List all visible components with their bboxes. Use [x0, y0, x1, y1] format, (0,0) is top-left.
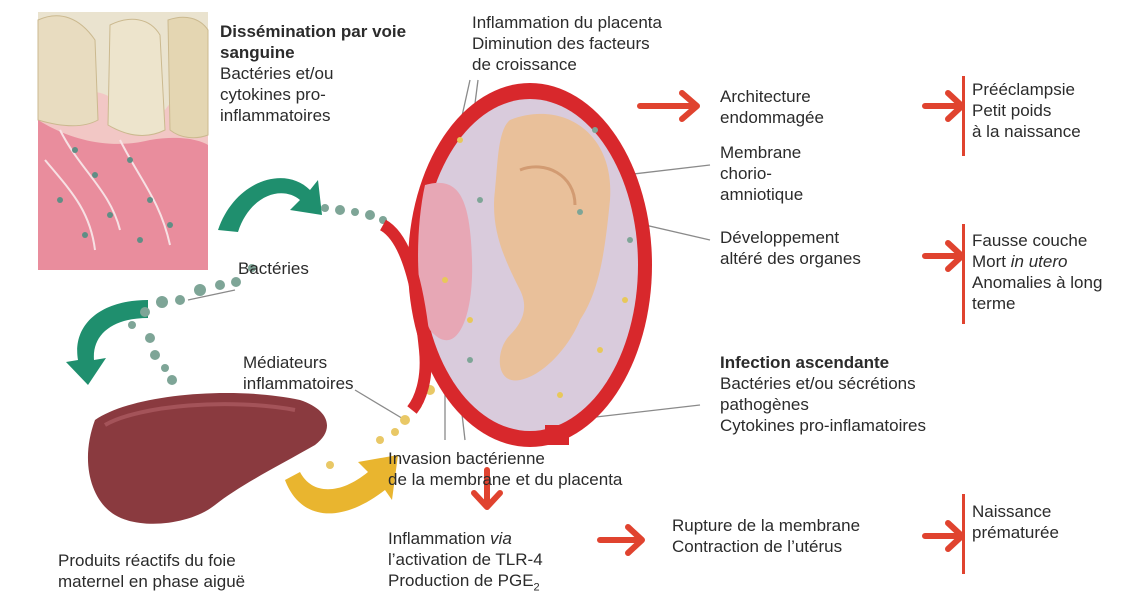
mediators-label: Médiateurs inflammatoires [243, 352, 354, 394]
bacterial-invasion-label: Invasion bactérienne de la membrane et d… [388, 448, 622, 490]
outcome-bracket-2 [962, 224, 965, 324]
liver-products-label: Produits réactifs du foie maternel en ph… [58, 550, 245, 592]
organ-development-label: Développement altéré des organes [720, 227, 861, 269]
bacteria-label: Bactéries [238, 258, 309, 279]
blood-dissemination-label: Dissémination par voie sanguine Bactérie… [220, 21, 406, 126]
outcome-miscarriage-label: Fausse couche Mort in utero Anomalies à … [972, 230, 1102, 314]
uterus-illustration [383, 83, 652, 447]
architecture-label: Architecture endommagée [720, 86, 824, 128]
membrane-label: Membrane chorio- amniotique [720, 142, 803, 205]
outcome-preeclampsia-label: Prééclampsie Petit poids à la naissance [972, 79, 1081, 142]
tooth-gum-illustration [38, 12, 208, 270]
placenta-inflammation-label: Inflammation du placenta Diminution des … [472, 12, 662, 75]
membrane-rupture-label: Rupture de la membrane Contraction de l’… [672, 515, 860, 557]
outcome-bracket-1 [962, 76, 965, 156]
tlr4-inflammation-label: Inflammation via l’activation de TLR-4 P… [388, 528, 543, 598]
liver-illustration [88, 393, 327, 524]
outcome-bracket-3 [962, 494, 965, 574]
ascending-infection-label: Infection ascendante Bactéries et/ou séc… [720, 352, 926, 436]
premature-birth-label: Naissance prématurée [972, 501, 1059, 543]
